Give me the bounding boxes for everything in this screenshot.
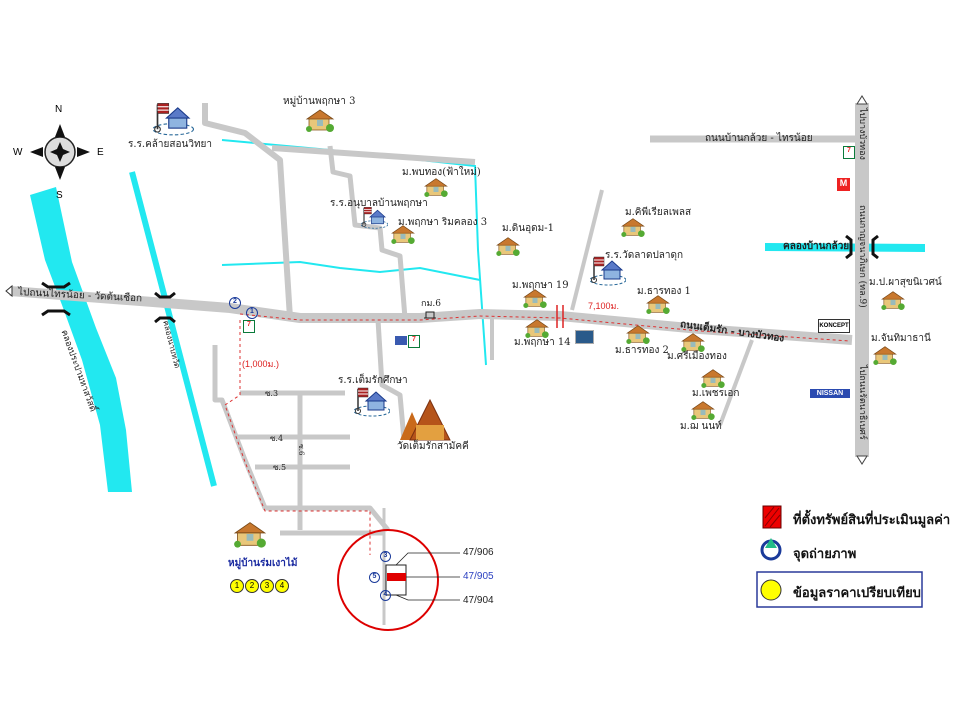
place-label: ม.คิพีเรียลเพลส	[625, 207, 692, 218]
road-label-highway-top: ไปบางบัวทอง	[857, 108, 867, 160]
legend-comparable-icon	[760, 579, 782, 601]
legend-comparable-label: ข้อมูลราคาเปรียบเทียบ	[793, 586, 921, 601]
canal-middle	[221, 260, 481, 281]
distance-main: 7,100ม.	[588, 301, 619, 311]
place-label: ม.ธารทอง 1	[637, 286, 691, 297]
canal-right	[765, 243, 925, 252]
seven-eleven-icon: 7	[408, 335, 420, 348]
soi-5: ซ.5	[273, 463, 287, 472]
photo-point[interactable]: 2	[229, 297, 241, 309]
school-icons	[152, 102, 626, 417]
km-marker: กม.6	[421, 299, 441, 309]
place-label: ม.ธารทอง 2	[615, 345, 669, 356]
road-label-highway-mid: ถนนกาญจนาภิเษก (ทล.9)	[857, 205, 867, 308]
road-label-north: ถนนบ้านกล้วย - ไทรน้อย	[705, 133, 813, 144]
lot-north: 47/906	[463, 547, 494, 558]
photo-point[interactable]: 3	[380, 551, 391, 562]
comparable-marker[interactable]: 4	[275, 579, 289, 593]
place-label: ม.ดินอุดม-1	[502, 223, 554, 234]
place-label: ร.ร.อนุบาลบ้านพฤกษา	[330, 198, 428, 209]
west-arrow	[5, 284, 13, 298]
soi-4: ซ.4	[270, 434, 284, 443]
compass-icon	[30, 124, 90, 180]
distance-soi: (1,000ม.)	[242, 359, 279, 369]
place-label: หมู่บ้านพฤกษา 3	[283, 96, 356, 107]
lot-subject: 47/905	[463, 571, 494, 582]
km-marker-icon	[424, 311, 436, 319]
place-label: ร.ร.เต็มรักศึกษา	[338, 375, 408, 386]
legend-subject-label: ที่ตั้งทรัพย์สินที่ประเมินมูลค่า	[793, 513, 951, 528]
makro-icon: M	[837, 178, 850, 191]
route-line	[239, 313, 851, 342]
compass-e: E	[97, 147, 104, 158]
legend-photo-label: จุดถ่ายภาพ	[793, 547, 857, 562]
express-store-icon	[575, 330, 594, 344]
compass-s: S	[56, 190, 63, 201]
place-label: หมู่บ้านร่มเงาไม้	[228, 558, 298, 569]
place-label: ร.ร.วัดลาดปลาดุก	[605, 250, 684, 261]
compass-w: W	[13, 147, 23, 158]
compass-n: N	[55, 104, 63, 115]
canal-label-right: คลองบ้านกล้วย	[783, 241, 850, 252]
photo-point[interactable]: 1	[246, 307, 258, 319]
soi-6: ซ.6	[297, 444, 305, 456]
place-label: วัดเต็มรักสามัคคี	[397, 441, 469, 452]
route-line-soi	[224, 320, 371, 555]
lot-south: 47/904	[463, 595, 494, 606]
place-label: ม.พฤกษา 19	[512, 280, 569, 291]
nissan-logo: NISSAN	[810, 389, 850, 398]
road-label-highway-bottom: ไปถนนรัตนาธิเบศร์	[857, 365, 867, 440]
comparable-marker[interactable]: 1	[230, 579, 244, 593]
place-label: ม.พฤกษา ริมคลอง 3	[398, 217, 488, 228]
canal-left	[30, 187, 132, 492]
place-label: ม.เพชรเอก	[692, 388, 740, 399]
temple-icon	[400, 398, 451, 441]
comparable-marker[interactable]: 3	[260, 579, 274, 593]
place-label: ร.ร.คล้ายสอนวิทยา	[128, 139, 213, 150]
subject-zoom-circle	[337, 529, 439, 631]
house-icons	[233, 109, 906, 548]
photo-point[interactable]: 5	[369, 572, 380, 583]
koncept-logo: KONCEPT	[818, 319, 850, 333]
place-label: ม.ป.ผาสุขนิเวศน์	[869, 277, 942, 288]
place-label: ม.พบทอง(ฟ้าใหม่)	[402, 167, 481, 178]
place-label: ม.ฌ นนท์	[680, 421, 722, 432]
seven-eleven-icon: 7	[843, 146, 855, 159]
comparable-marker[interactable]: 2	[245, 579, 259, 593]
soi-3: ซ.3	[265, 389, 279, 398]
canal-second	[129, 171, 217, 487]
place-label: ม.พฤกษา 14	[514, 337, 571, 348]
lotus-store-icon	[395, 336, 407, 345]
place-label: ม.ศรีเมืองทอง	[667, 351, 727, 362]
photo-point[interactable]: 4	[380, 590, 391, 601]
seven-eleven-icon: 7	[243, 320, 255, 333]
legend-photo-icon	[760, 538, 782, 561]
place-label: ม.จันทิมาธานี	[871, 333, 931, 344]
subject-lot	[387, 573, 406, 581]
